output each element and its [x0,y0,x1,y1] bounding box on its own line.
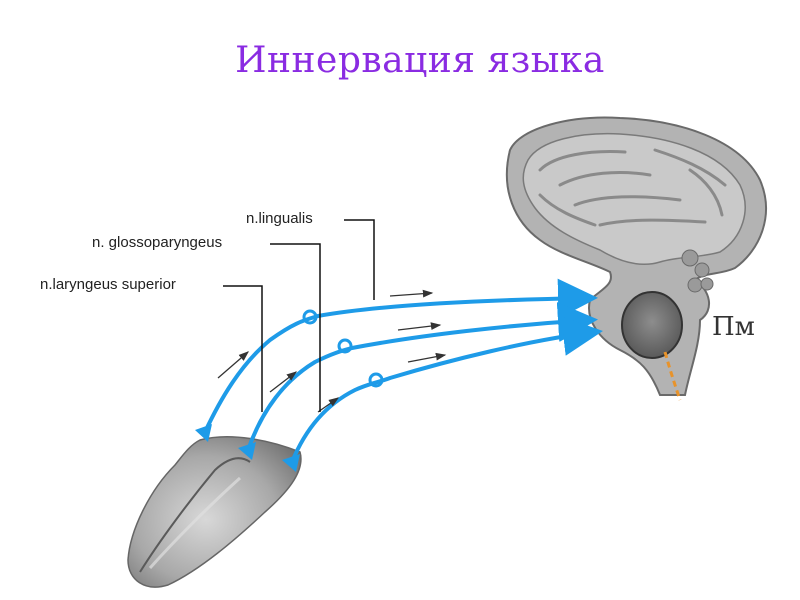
label-pm: Пм [712,312,755,342]
brain-section [505,116,767,396]
label-lingualis: n.lingualis [246,210,313,227]
page-title: Иннервация языка [235,40,605,81]
nerve-lingualis [203,278,598,433]
receptor-3 [282,454,300,472]
label-laryngeus-superior: n.laryngeus superior [40,276,176,293]
receptor-2 [238,442,256,460]
tongue [127,436,302,588]
label-leaders [223,219,375,412]
nerve-glossopharyngeus [246,302,598,451]
label-glossopharyngeus: n. glossoparyngeus [92,234,223,251]
nucleus [621,291,683,359]
ganglion-1 [302,309,318,325]
receptor-1 [195,424,212,442]
nerve-pathways [195,278,603,472]
ganglion-2 [337,338,353,354]
ganglion-3 [368,372,384,388]
descending-tract [663,351,682,401]
direction-arrows [217,289,447,413]
